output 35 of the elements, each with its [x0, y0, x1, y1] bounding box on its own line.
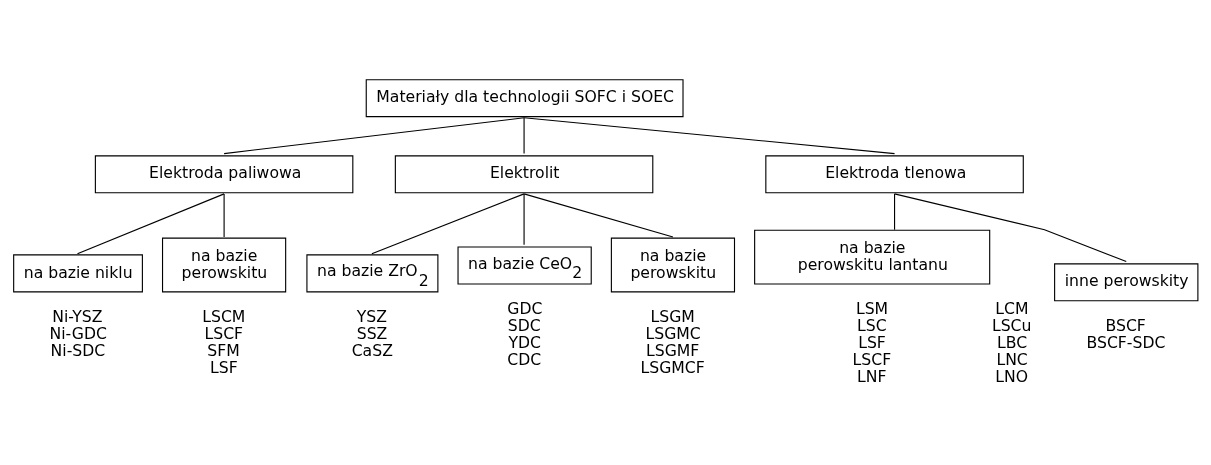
node-box: na bazie perowskitu	[610, 237, 736, 293]
node-box: na bazie niklu	[13, 254, 143, 293]
node-label: LSC	[857, 316, 887, 336]
connector	[894, 193, 1127, 263]
node-label: LCM	[995, 299, 1029, 319]
connector	[223, 193, 225, 238]
node-label: LSCM	[202, 307, 246, 327]
node-label: GDC	[507, 299, 543, 319]
node-label: LSGMCF	[640, 357, 705, 377]
connector	[76, 193, 225, 255]
connector	[523, 117, 525, 155]
node-box: na bazie perowskitu lantanu	[754, 229, 991, 285]
connector	[523, 117, 896, 155]
connector	[523, 193, 525, 246]
connector	[371, 193, 525, 255]
node-label: YSZ	[356, 307, 387, 327]
connector	[894, 193, 896, 231]
node-label: SDC	[507, 316, 541, 336]
node-label: LNO	[995, 366, 1029, 386]
connector	[523, 193, 674, 238]
node-box: na bazie perowskitu	[162, 237, 287, 293]
node-box: Materiały dla technologii SOFC i SOEC	[365, 79, 684, 118]
node-box: Elektrolit	[394, 155, 654, 194]
node-label: LSF	[210, 357, 238, 377]
node-label: Ni-YSZ	[52, 307, 103, 327]
node-label: BSCF-SDC	[1086, 333, 1166, 353]
node-label: LSCu	[991, 316, 1032, 336]
node-box: Elektroda paliwowa	[94, 155, 354, 194]
node-label: LSGM	[650, 307, 695, 327]
node-label: LSM	[855, 299, 889, 319]
node-label: LNF	[857, 366, 887, 386]
node-box: inne perowskity	[1054, 263, 1199, 302]
connector	[223, 117, 525, 155]
node-label: BSCF	[1105, 316, 1146, 336]
node-box: Elektroda tlenowa	[765, 155, 1024, 194]
